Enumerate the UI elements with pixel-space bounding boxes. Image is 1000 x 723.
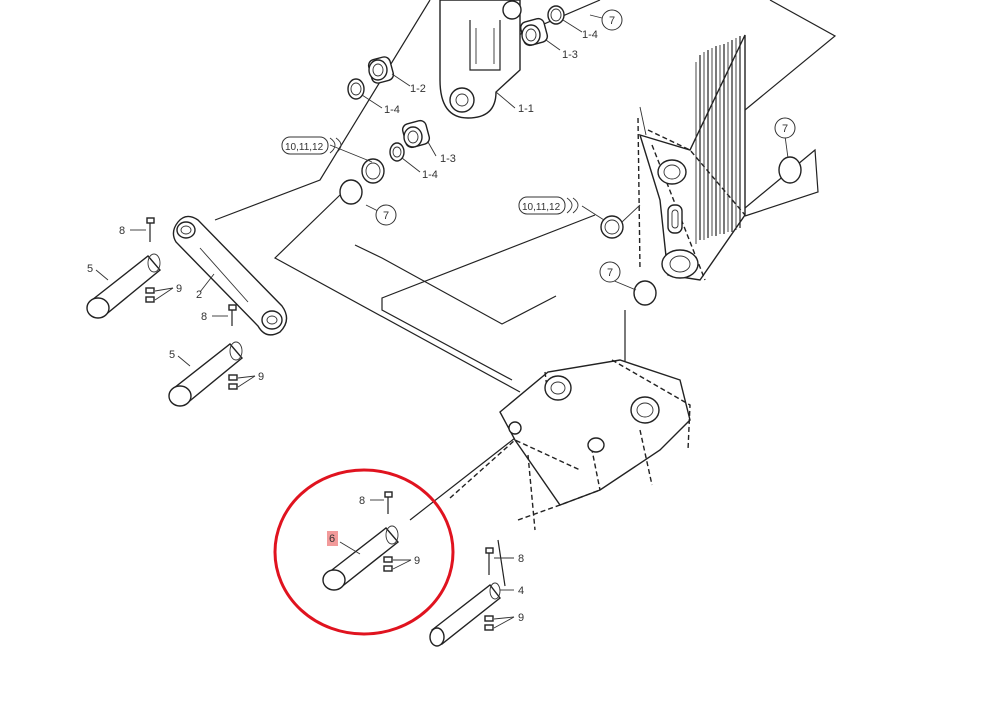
leader-lines xyxy=(95,14,789,591)
part-callouts: 1-1 1-2 1-3 1-4 1-4 1-3 1-4 2 4 5 5 8 8 … xyxy=(87,29,598,624)
callout-9-d: 9 xyxy=(518,612,524,624)
callout-1-4-left: 1-4 xyxy=(384,104,400,116)
callout-1-2: 1-2 xyxy=(410,83,426,95)
pin-4 xyxy=(429,582,501,647)
bushing-1-3-top xyxy=(519,17,561,51)
shim-ring-mid xyxy=(600,204,641,239)
o-ring-lower xyxy=(633,280,657,306)
bolt-8-b xyxy=(212,304,237,326)
callout-2: 2 xyxy=(196,289,202,301)
callout-8-a: 8 xyxy=(119,225,125,237)
ref-badges-7: 7 7 7 7 xyxy=(375,9,796,283)
bolt-8-c xyxy=(370,491,393,514)
callout-5-upper: 5 xyxy=(87,263,93,275)
callout-1-3-mid: 1-3 xyxy=(440,153,456,165)
ring-1-4-mid xyxy=(389,142,421,173)
ring-1-4-left xyxy=(347,78,383,109)
pin-5-lower xyxy=(168,341,243,407)
nuts-9-a xyxy=(145,287,174,303)
callout-5-lower: 5 xyxy=(169,349,175,361)
shim-ring-left xyxy=(361,158,385,184)
pin-6 xyxy=(322,525,400,591)
callout-1-1: 1-1 xyxy=(518,103,534,115)
badge-7-right: 7 xyxy=(782,123,788,135)
bushing-1-2 xyxy=(367,56,411,87)
nuts-9-c xyxy=(383,556,412,572)
callout-6-background xyxy=(327,531,338,546)
badge-10-11-12-mid: 10,11,12 xyxy=(522,202,561,213)
link-bracket-1-1 xyxy=(439,0,522,119)
callout-8-b: 8 xyxy=(201,311,207,323)
pin-5-upper xyxy=(86,253,161,319)
callout-8-d: 8 xyxy=(518,553,524,565)
bushing-1-3-mid xyxy=(401,119,437,157)
callout-8-c: 8 xyxy=(359,495,365,507)
callout-1-3-top: 1-3 xyxy=(562,49,578,61)
callout-1-4-top: 1-4 xyxy=(582,29,598,41)
ring-1-4-top xyxy=(547,5,583,33)
bolt-8-d xyxy=(485,547,514,575)
badge-7-top: 7 xyxy=(609,15,615,27)
bolt-8-a xyxy=(130,217,155,242)
callout-9-a: 9 xyxy=(176,283,182,295)
callout-9-c: 9 xyxy=(414,555,420,567)
callout-4: 4 xyxy=(518,585,524,597)
callout-6-highlight: 6 xyxy=(327,531,338,546)
ref-badges-group: 10,11,12 10,11,12 xyxy=(281,136,579,215)
arm-stick xyxy=(449,359,691,531)
highlight-circle xyxy=(273,468,455,636)
nuts-9-b xyxy=(228,374,256,390)
arm-link-2 xyxy=(172,215,288,336)
badge-10-11-12-left: 10,11,12 xyxy=(285,142,324,153)
callout-1-4-mid: 1-4 xyxy=(422,169,438,181)
o-ring-right xyxy=(778,156,802,184)
callout-6: 6 xyxy=(329,533,335,545)
bucket-assembly xyxy=(637,34,746,281)
o-ring-left xyxy=(339,179,363,205)
badge-7-lower: 7 xyxy=(607,267,613,279)
nuts-9-d xyxy=(484,615,515,631)
badge-7-mid: 7 xyxy=(383,210,389,222)
callout-9-b: 9 xyxy=(258,371,264,383)
